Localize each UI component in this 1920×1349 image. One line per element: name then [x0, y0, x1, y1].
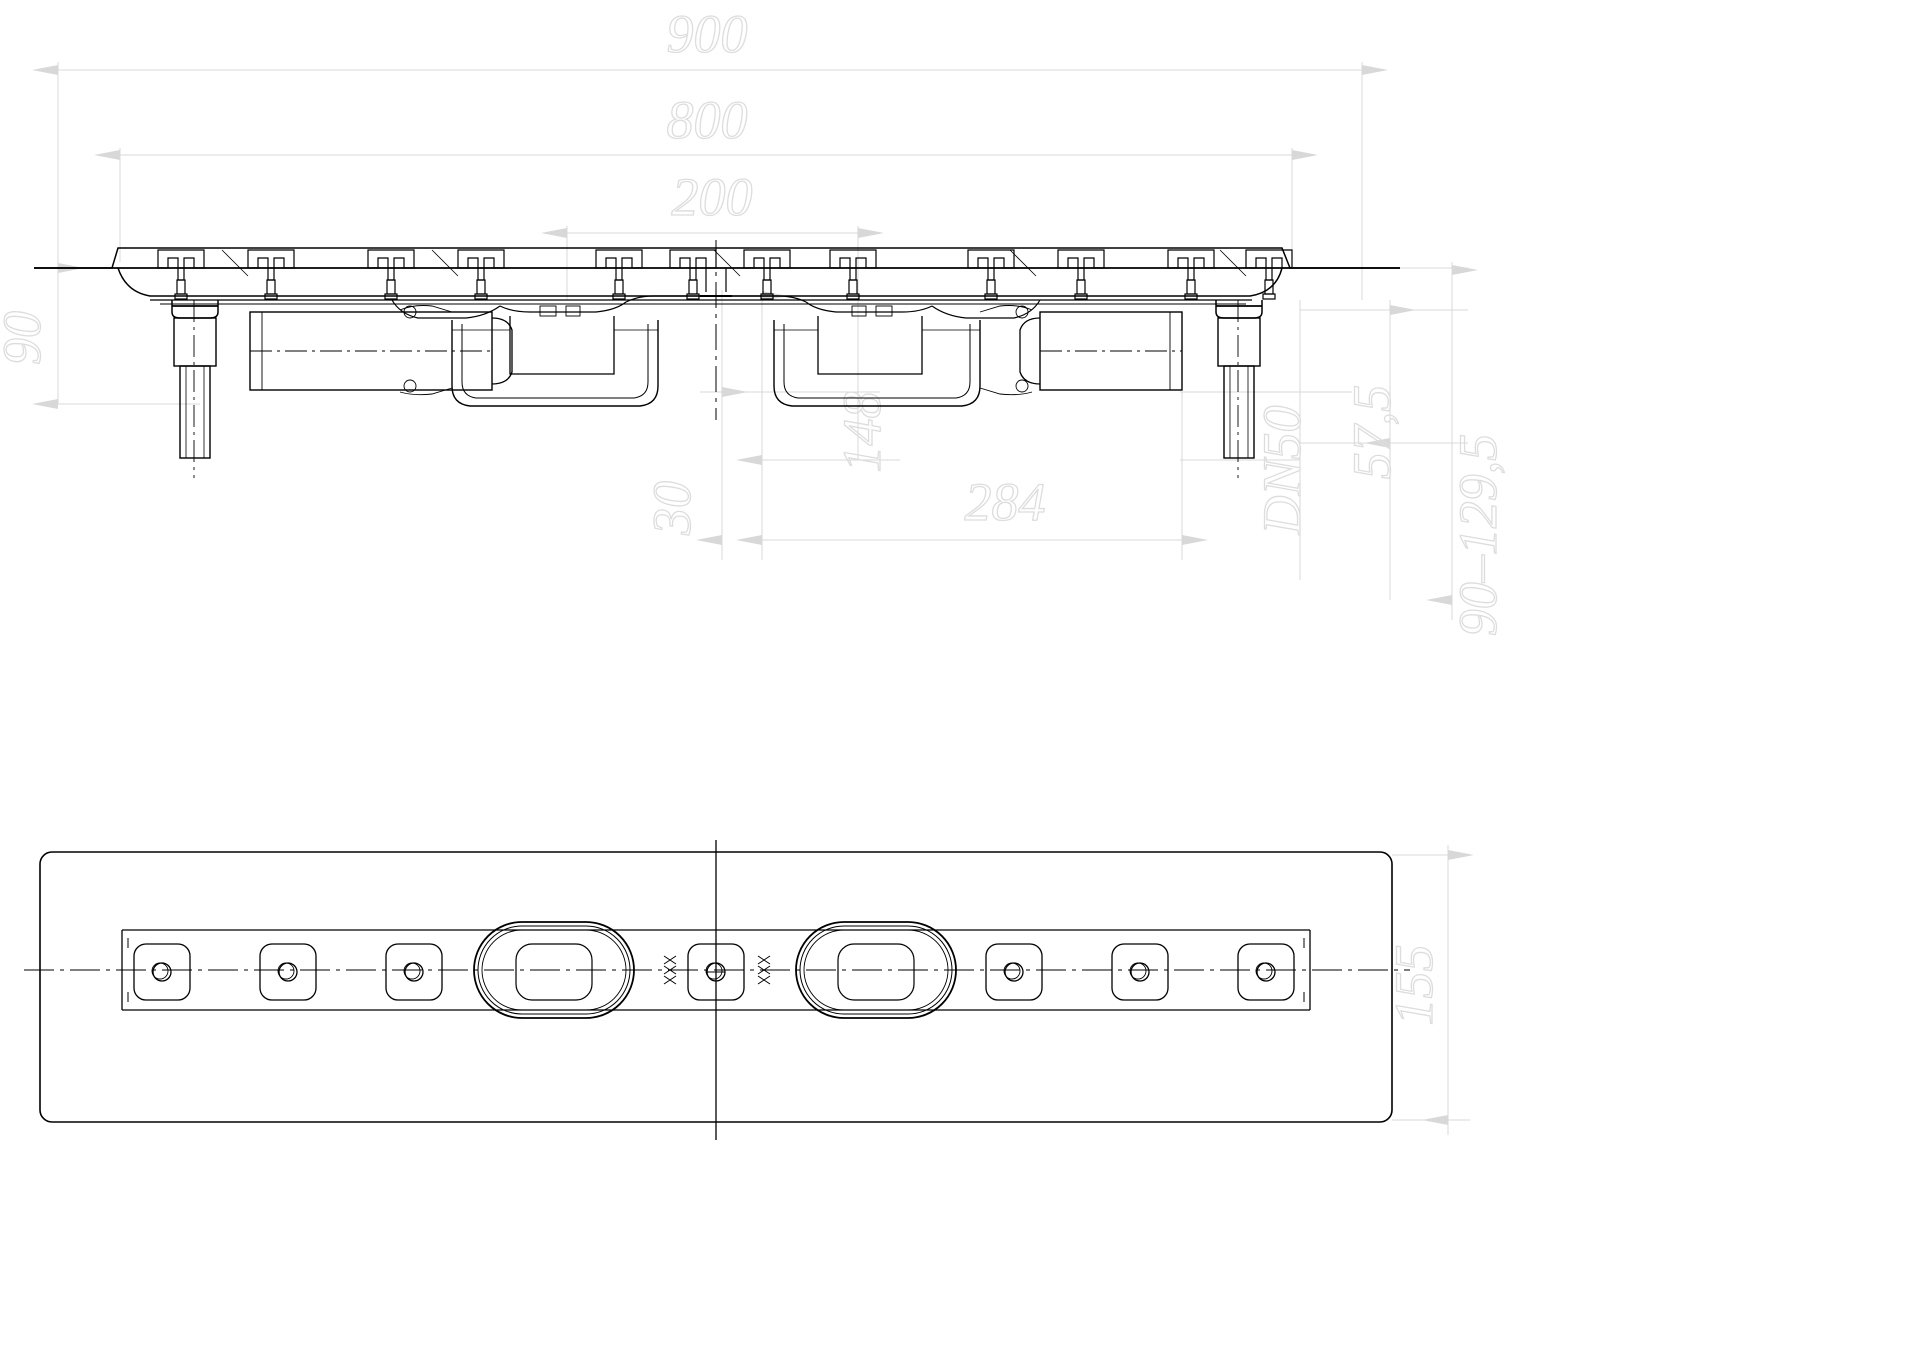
square-pad — [985, 943, 1043, 1001]
dimension-label-575: 57,5 — [1342, 385, 1402, 480]
square-pad — [133, 943, 191, 1001]
square-pad — [385, 943, 443, 1001]
plan-square-pads-group — [133, 943, 1295, 1001]
trap-body-right — [732, 295, 1041, 407]
dimension-label-155: 155 — [1384, 945, 1444, 1026]
dimension-label-900: 900 — [667, 4, 748, 64]
dimension-label-90-1295: 90–129,5 — [1448, 434, 1508, 637]
outlet-pipe-left — [249, 311, 513, 391]
bottom-plan-view — [24, 840, 1410, 1140]
square-pad — [259, 943, 317, 1001]
trap-body-left — [391, 295, 700, 407]
dimension-label-200: 200 — [672, 167, 753, 227]
adjustable-foot-right — [1215, 300, 1263, 478]
square-pad — [1111, 943, 1169, 1001]
adjustable-foot-left — [171, 300, 219, 478]
clip-fixtures-group — [157, 249, 1293, 300]
dimension-label-30: 30 — [642, 481, 702, 536]
square-pad — [1237, 943, 1295, 1001]
front-section-view — [34, 240, 1400, 478]
dimension-text-layer: 900 800 200 284 90 30 148 DN50 57,5 90–1… — [0, 3, 1509, 1026]
dimension-label-284: 284 — [965, 472, 1046, 532]
dimension-label-dn50: DN50 — [1252, 405, 1312, 535]
outlet-pipe-right — [1019, 311, 1183, 391]
dimension-layer — [32, 62, 1478, 1135]
dimension-label-148: 148 — [832, 392, 892, 473]
dimension-label-800: 800 — [667, 90, 748, 150]
dimension-label-90: 90 — [0, 311, 52, 365]
